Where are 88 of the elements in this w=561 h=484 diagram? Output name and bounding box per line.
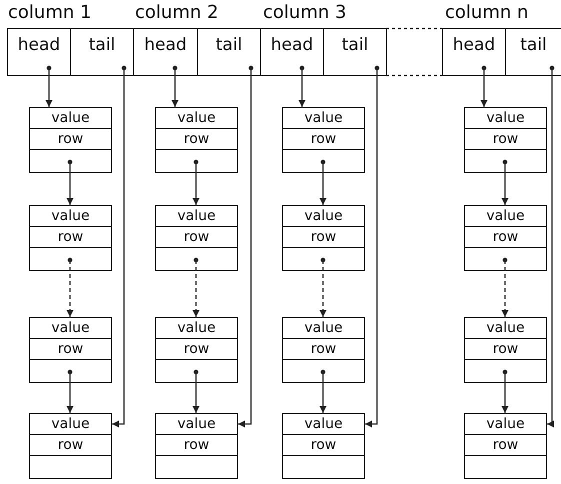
pointer-arrow [192,160,200,205]
field-label: row [184,131,210,147]
field-label: value [51,208,90,224]
pointer-cell [323,28,387,76]
pointer-arrow [502,370,508,413]
field-label: value [486,208,525,224]
list-node-box [464,107,547,173]
cell-label: head [270,35,314,55]
pointer-arrow [320,160,326,205]
field-label: row [184,341,210,357]
pointer-arrow [502,160,508,205]
field-label: row [492,131,518,147]
field-label: value [486,416,525,432]
field-label: value [486,320,525,336]
pointer-arrow [320,370,326,413]
field-label: value [177,320,216,336]
column-heading: column n [445,2,528,23]
field-label: row [58,229,84,245]
list-node-box [282,107,365,173]
pointer-arrow [320,258,326,317]
pointer-arrow [192,370,200,413]
list-node-box [155,107,238,173]
pointer-arrow [502,258,508,317]
pointer-arrow [192,258,200,317]
pointer-cell [505,28,561,76]
field-label: row [310,341,336,357]
pointer-arrow [480,66,488,107]
pointer-arrow [66,258,74,317]
pointer-arrow [66,160,74,205]
column-heading: column 2 [135,2,218,23]
field-label: value [304,208,343,224]
cell-label: tail [342,35,368,55]
list-node-box [282,205,365,271]
field-label: value [51,320,90,336]
pointer-cell [70,28,134,76]
pointer-cell [197,28,261,76]
field-label: row [310,437,336,453]
list-node-box [464,317,547,383]
cell-label: tail [216,35,242,55]
field-label: value [177,208,216,224]
field-label: value [177,416,216,432]
field-label: row [184,437,210,453]
pointer-arrow [238,66,254,428]
field-label: row [58,437,84,453]
cell-label: head [452,35,496,55]
list-node-box [155,317,238,383]
field-label: row [184,229,210,245]
field-label: row [492,437,518,453]
field-label: row [58,131,84,147]
pointer-arrow [66,370,74,413]
list-node-box [282,413,365,479]
pointer-arrow [46,66,52,107]
pointer-arrow [365,66,380,428]
field-label: value [51,110,90,126]
list-node-box [464,205,547,271]
field-label: value [304,110,343,126]
cell-label: head [144,35,187,55]
pointer-cell [133,28,198,76]
list-node-box [464,413,547,479]
field-label: value [486,110,525,126]
column-heading: column 1 [8,2,92,23]
field-label: row [310,229,336,245]
pointer-cell [7,28,71,76]
list-node-box [29,205,112,271]
field-label: value [51,416,90,432]
field-label: row [310,131,336,147]
field-label: value [304,320,343,336]
field-label: row [492,341,518,357]
field-label: row [492,229,518,245]
pointer-arrow [298,66,306,107]
pointer-cell [260,28,324,76]
field-label: value [304,416,343,432]
list-node-box [29,317,112,383]
list-node-box [282,317,365,383]
pointer-arrow [112,66,126,428]
field-label: row [58,341,84,357]
cell-label: head [18,35,60,55]
list-node-box [155,205,238,271]
list-node-box [29,107,112,173]
pointer-arrow [172,66,178,107]
cell-label: tail [520,35,547,55]
cell-label: tail [88,35,116,55]
pointer-arrow [547,66,554,428]
pointer-cell [442,28,506,76]
list-node-box [155,413,238,479]
field-label: value [177,110,216,126]
column-heading: column 3 [263,2,346,23]
list-node-box [29,413,112,479]
